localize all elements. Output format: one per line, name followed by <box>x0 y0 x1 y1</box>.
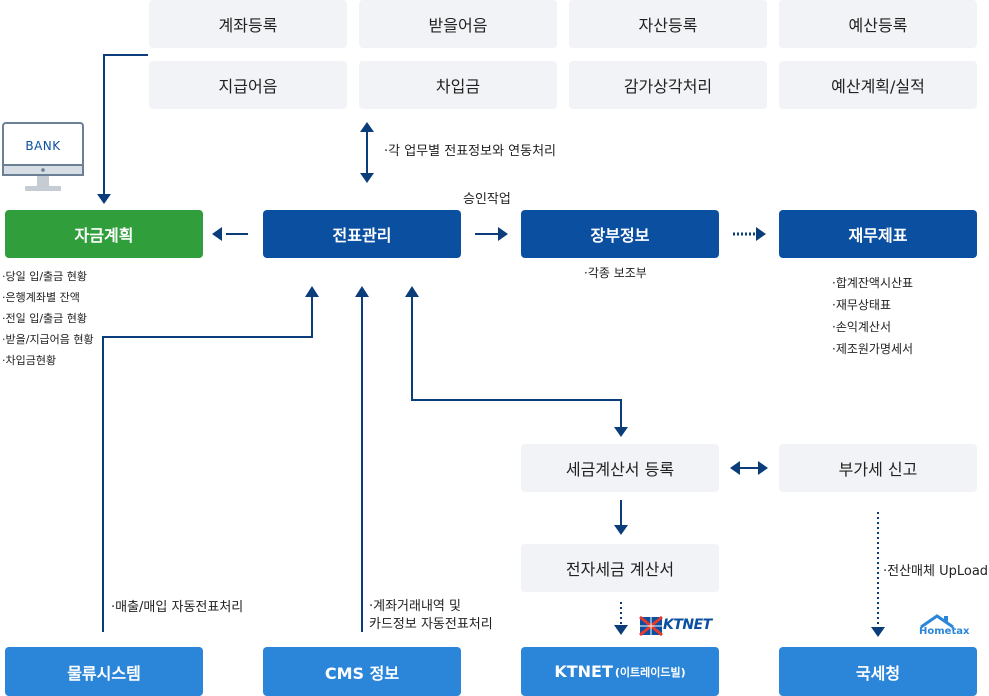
financial-label: 재무제표 <box>848 226 908 245</box>
nts-box[interactable]: 국세청 <box>779 647 977 696</box>
module-account-register: 계좌등록 <box>149 0 347 48</box>
ktnet-label: KTNET <box>554 662 613 681</box>
upload-note: ·전산매체 UpLoad <box>883 564 989 579</box>
module-label: 예산계획/실적 <box>831 77 925 96</box>
ledger-label: 장부정보 <box>590 226 650 245</box>
bank-monitor-icon <box>2 122 84 191</box>
ktnet-sub-label: (이트레이드빌) <box>614 665 686 679</box>
voucher-box[interactable]: 전표관리 <box>263 210 461 258</box>
fund-plan-box[interactable]: 자금계획 <box>5 210 203 258</box>
module-label: 받을어음 <box>428 16 488 35</box>
fund-note-item: ·전일 입/출금 현황 <box>2 312 88 325</box>
fund-note-item: ·차입금현황 <box>2 354 57 367</box>
module-budget-plan: 예산계획/실적 <box>779 61 977 109</box>
e-tax-invoice-box[interactable]: 전자세금 계산서 <box>521 544 719 592</box>
cms-label: CMS 정보 <box>324 663 400 683</box>
module-label: 계좌등록 <box>218 16 278 35</box>
fund-notes: ·당일 입/출금 현황 ·은행계좌별 잔액 ·전일 입/출금 현황 ·받을/지급… <box>2 266 94 371</box>
tax-invoice-register-label: 세금계산서 등록 <box>565 460 675 479</box>
vat-report-box[interactable]: 부가세 신고 <box>779 444 977 492</box>
fund-note-item: ·받을/지급어음 현황 <box>2 333 94 346</box>
module-borrowings: 차입금 <box>359 61 557 109</box>
ktnet-logo-mark <box>639 615 663 637</box>
tax-invoice-register-box[interactable]: 세금계산서 등록 <box>521 444 719 492</box>
ledger-box[interactable]: 장부정보 <box>521 210 719 258</box>
module-label: 차입금 <box>435 77 481 96</box>
module-label: 감가상각처리 <box>623 77 713 96</box>
module-asset-register: 자산등록 <box>569 0 767 48</box>
cms-note-line: ·계좌거래내역 및 <box>369 599 461 614</box>
module-label: 지급어음 <box>218 77 278 96</box>
cms-note: ·계좌거래내역 및 카드정보 자동전표처리 <box>369 598 493 634</box>
financial-note-item: ·재무상태표 <box>832 298 892 312</box>
bank-label: BANK <box>25 139 61 153</box>
module-notes-receivable: 받을어음 <box>359 0 557 48</box>
logistics-note: ·매출/매입 자동전표처리 <box>111 600 244 615</box>
financial-note-item: ·제조원가명세서 <box>832 342 914 356</box>
cms-info-box[interactable]: CMS 정보 <box>263 647 461 696</box>
voucher-label: 전표관리 <box>332 226 392 245</box>
module-label: 자산등록 <box>638 16 698 35</box>
vat-report-label: 부가세 신고 <box>838 460 918 479</box>
cms-note-line: 카드정보 자동전표처리 <box>369 617 493 632</box>
module-budget-register: 예산등록 <box>779 0 977 48</box>
logistics-label: 물류시스템 <box>67 663 141 683</box>
financial-notes: ·합계잔액시산표 ·재무상태표 ·손익계산서 ·제조원가명세서 <box>832 272 913 360</box>
fund-note-item: ·당일 입/출금 현황 <box>2 270 88 283</box>
ledger-note: ·각종 보조부 <box>584 266 647 280</box>
module-notes-payable: 지급어음 <box>149 61 347 109</box>
financial-note-item: ·손익계산서 <box>832 320 892 334</box>
approval-label: 승인작업 <box>463 192 511 207</box>
fund-plan-label: 자금계획 <box>74 226 134 245</box>
module-label: 예산등록 <box>848 16 908 35</box>
ktnet-logo-text: KTNET <box>663 617 712 633</box>
e-tax-invoice-label: 전자세금 계산서 <box>565 560 675 579</box>
logistics-system-box[interactable]: 물류시스템 <box>5 647 203 696</box>
ktnet-box[interactable]: KTNET(이트레이드빌) <box>521 647 719 696</box>
financial-statements-box[interactable]: 재무제표 <box>779 210 977 258</box>
hometax-logo-text: Hometax <box>919 626 970 637</box>
sync-note: ·각 업무별 전표정보와 연동처리 <box>384 144 557 159</box>
fund-note-item: ·은행계좌별 잔액 <box>2 291 80 304</box>
nts-label: 국세청 <box>855 663 901 683</box>
hometax-house-mark <box>920 614 954 629</box>
module-depreciation: 감가상각처리 <box>569 61 767 109</box>
financial-note-item: ·합계잔액시산표 <box>832 276 914 290</box>
